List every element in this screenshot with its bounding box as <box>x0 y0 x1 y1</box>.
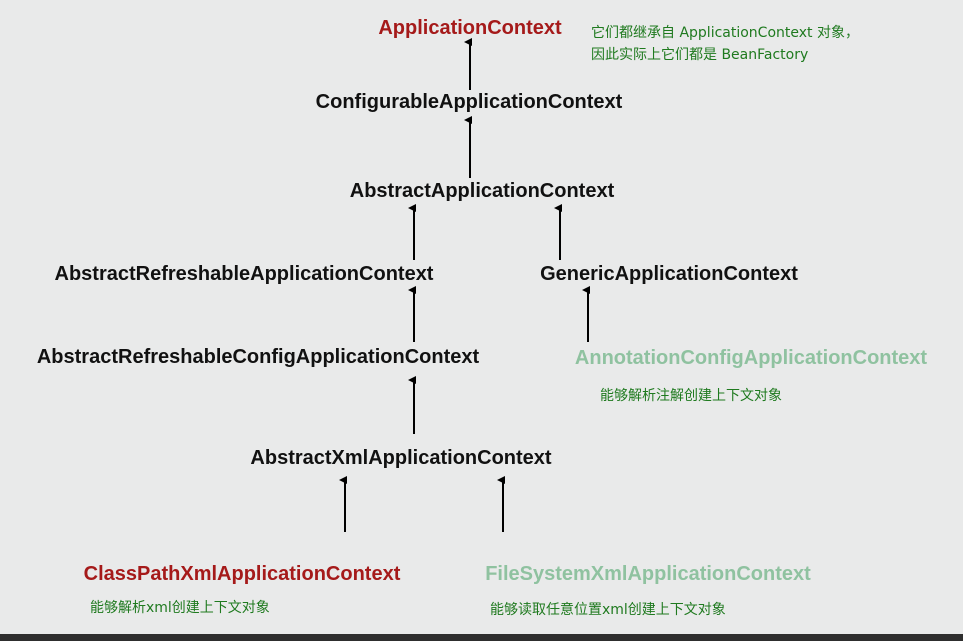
node-file-system-xml-application-context: FileSystemXmlApplicationContext <box>485 563 811 585</box>
note-annotation: 能够解析注解创建上下文对象 <box>600 388 782 404</box>
node-configurable-application-context: ConfigurableApplicationContext <box>315 91 623 113</box>
node-class-path-xml-application-context: ClassPathXmlApplicationContext <box>83 563 401 585</box>
note-top-line2: 因此实际上它们都是 BeanFactory <box>591 47 809 63</box>
note-classpath: 能够解析xml创建上下文对象 <box>90 600 270 616</box>
node-abstract-refreshable-config-application-context: AbstractRefreshableConfigApplicationCont… <box>36 346 480 368</box>
node-annotation-config-application-context: AnnotationConfigApplicationContext <box>574 347 928 369</box>
note-top-line1: 它们都继承自 ApplicationContext 对象， <box>591 25 859 41</box>
node-generic-application-context: GenericApplicationContext <box>540 263 798 285</box>
node-abstract-refreshable-application-context: AbstractRefreshableApplicationContext <box>54 263 434 285</box>
node-abstract-xml-application-context: AbstractXmlApplicationContext <box>250 447 552 469</box>
node-application-context: ApplicationContext <box>378 17 562 39</box>
node-abstract-application-context: AbstractApplicationContext <box>349 180 615 202</box>
note-filesystem: 能够读取任意位置xml创建上下文对象 <box>490 602 726 618</box>
